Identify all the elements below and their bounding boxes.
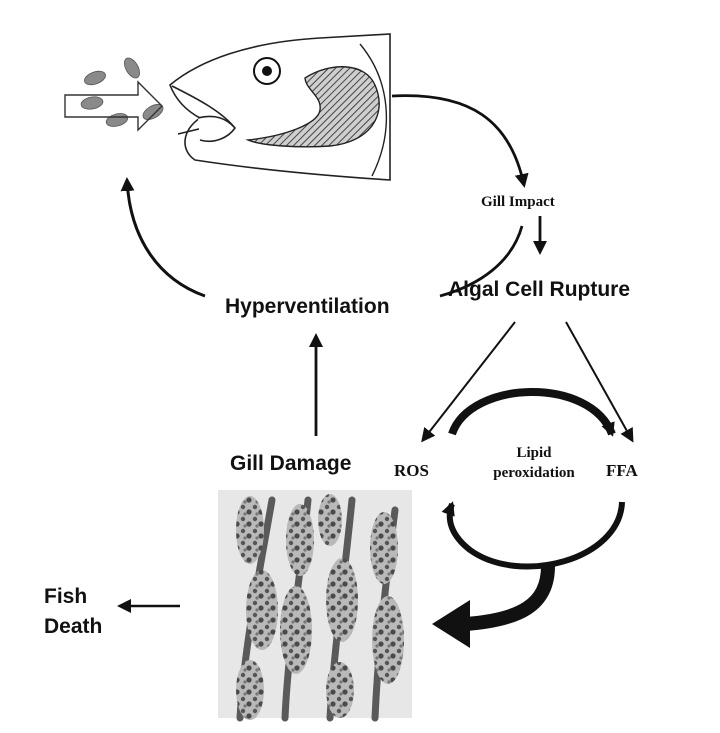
arrow-rupture-to-ros (421, 321, 516, 443)
lipid-peroxidation-line1: Lipid (516, 445, 552, 461)
arrow-rupture-to-hyperventilation (439, 225, 524, 298)
hollow-arrow-icon (64, 80, 163, 132)
fish-death-label: Fish Death (44, 582, 102, 642)
gill-impact-label: Gill Impact (481, 194, 555, 210)
cycle-arc-ffa-to-ros (441, 501, 625, 570)
lipid-peroxidation-line2: peroxidation (493, 465, 575, 481)
fish-head-icon (169, 33, 391, 181)
fish-death-line1: Fish (44, 585, 88, 608)
arrow-rupture-to-ffa (565, 321, 634, 443)
gill-tissue-image (218, 490, 412, 722)
algae-cell-icon (80, 57, 164, 127)
lipid-peroxidation-label: Lipid peroxidation (480, 443, 588, 483)
fish-death-line2: Death (44, 615, 103, 638)
gill-icon (245, 66, 380, 148)
hyperventilation-label: Hyperventilation (225, 295, 390, 318)
arrow-hyperventilation-to-fish (120, 177, 206, 298)
cycle-arc-ros-to-ffa (448, 388, 616, 437)
ffa-label: FFA (606, 461, 638, 480)
arrow-cycle-to-gill-damage-head (432, 600, 470, 648)
arrow-cycle-to-gill-damage (464, 565, 555, 631)
ros-label: ROS (394, 461, 429, 480)
algal-cell-rupture-label: Algal Cell Rupture (448, 278, 631, 301)
arrow-gill-to-impact (391, 94, 529, 188)
gill-damage-label: Gill Damage (230, 452, 352, 475)
